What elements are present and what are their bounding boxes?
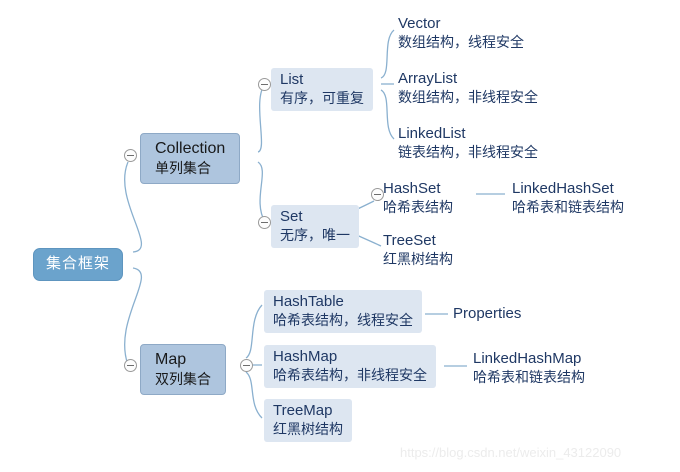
node-set-title: Set (280, 208, 303, 225)
node-list-title: List (280, 71, 304, 88)
node-arraylist-subtitle: 数组结构，非线程安全 (398, 89, 538, 106)
node-list-subtitle: 有序，可重复 (280, 90, 364, 107)
node-linkedhashset[interactable]: LinkedHashSet 哈希表和链表结构 (512, 180, 624, 216)
link-map-treemap (245, 371, 263, 419)
collapse-toggle-set[interactable] (258, 216, 271, 229)
link-map-hashtable (245, 304, 263, 359)
node-collection-title: Collection (155, 140, 226, 157)
node-map[interactable]: Map 双列集合 (140, 344, 226, 395)
node-hashtable[interactable]: HashTable 哈希表结构，线程安全 (264, 290, 422, 334)
collapse-toggle-collection[interactable] (124, 149, 137, 162)
collapse-toggle-list[interactable] (258, 78, 271, 91)
node-linkedhashmap-subtitle: 哈希表和链表结构 (473, 369, 585, 386)
node-treemap-title: TreeMap (273, 402, 333, 419)
node-hashset[interactable]: HashSet 哈希表结构 (383, 180, 453, 216)
node-properties[interactable]: Properties (453, 305, 521, 323)
node-set[interactable]: Set 无序，唯一 (271, 205, 359, 249)
node-linkedhashmap[interactable]: LinkedHashMap 哈希表和链表结构 (473, 350, 585, 386)
node-collection-subtitle: 单列集合 (155, 159, 211, 176)
node-hashmap[interactable]: HashMap 哈希表结构，非线程安全 (264, 345, 436, 389)
node-treeset[interactable]: TreeSet 红黑树结构 (383, 232, 453, 268)
link-collection-set (257, 161, 266, 223)
node-linkedhashset-subtitle: 哈希表和链表结构 (512, 199, 624, 216)
node-vector-title: Vector (398, 15, 441, 32)
node-hashset-title: HashSet (383, 180, 441, 197)
node-linkedhashset-title: LinkedHashSet (512, 180, 614, 197)
node-root[interactable]: 集合框架 (33, 248, 124, 282)
node-properties-title: Properties (453, 305, 522, 322)
node-treemap-subtitle: 红黑树结构 (273, 421, 343, 438)
node-arraylist-title: ArrayList (398, 70, 458, 87)
link-list-vector (380, 29, 395, 79)
link-root-map (124, 267, 143, 366)
node-root-label: 集合框架 (46, 255, 111, 272)
node-list[interactable]: List 有序，可重复 (271, 68, 373, 112)
node-treeset-title: TreeSet (383, 232, 436, 249)
node-vector[interactable]: Vector 数组结构，线程安全 (398, 15, 524, 51)
node-hashtable-title: HashTable (273, 293, 344, 310)
collapse-toggle-map[interactable] (124, 359, 137, 372)
watermark: https://blog.csdn.net/weixin_43122090 (400, 445, 622, 460)
node-treeset-subtitle: 红黑树结构 (383, 251, 453, 268)
expand-toggle-map-children[interactable] (240, 359, 253, 372)
node-linkedlist-title: LinkedList (398, 125, 466, 142)
node-hashset-subtitle: 哈希表结构 (383, 199, 453, 216)
node-map-subtitle: 双列集合 (155, 370, 211, 387)
collapse-toggle-hashset[interactable] (371, 188, 384, 201)
node-linkedhashmap-title: LinkedHashMap (473, 350, 582, 367)
node-set-subtitle: 无序，唯一 (280, 227, 350, 244)
link-collection-list (257, 83, 266, 153)
node-linkedlist[interactable]: LinkedList 链表结构，非线程安全 (398, 125, 538, 161)
node-hashmap-title: HashMap (273, 348, 338, 365)
node-linkedlist-subtitle: 链表结构，非线程安全 (398, 144, 538, 161)
link-list-linkedlist (380, 89, 395, 140)
node-arraylist[interactable]: ArrayList 数组结构，非线程安全 (398, 70, 538, 106)
node-map-title: Map (155, 351, 187, 368)
node-hashtable-subtitle: 哈希表结构，线程安全 (273, 312, 413, 329)
node-hashmap-subtitle: 哈希表结构，非线程安全 (273, 367, 427, 384)
link-root-collection (124, 161, 143, 253)
node-treemap[interactable]: TreeMap 红黑树结构 (264, 399, 352, 443)
node-collection[interactable]: Collection 单列集合 (140, 133, 241, 184)
node-vector-subtitle: 数组结构，线程安全 (398, 34, 524, 51)
